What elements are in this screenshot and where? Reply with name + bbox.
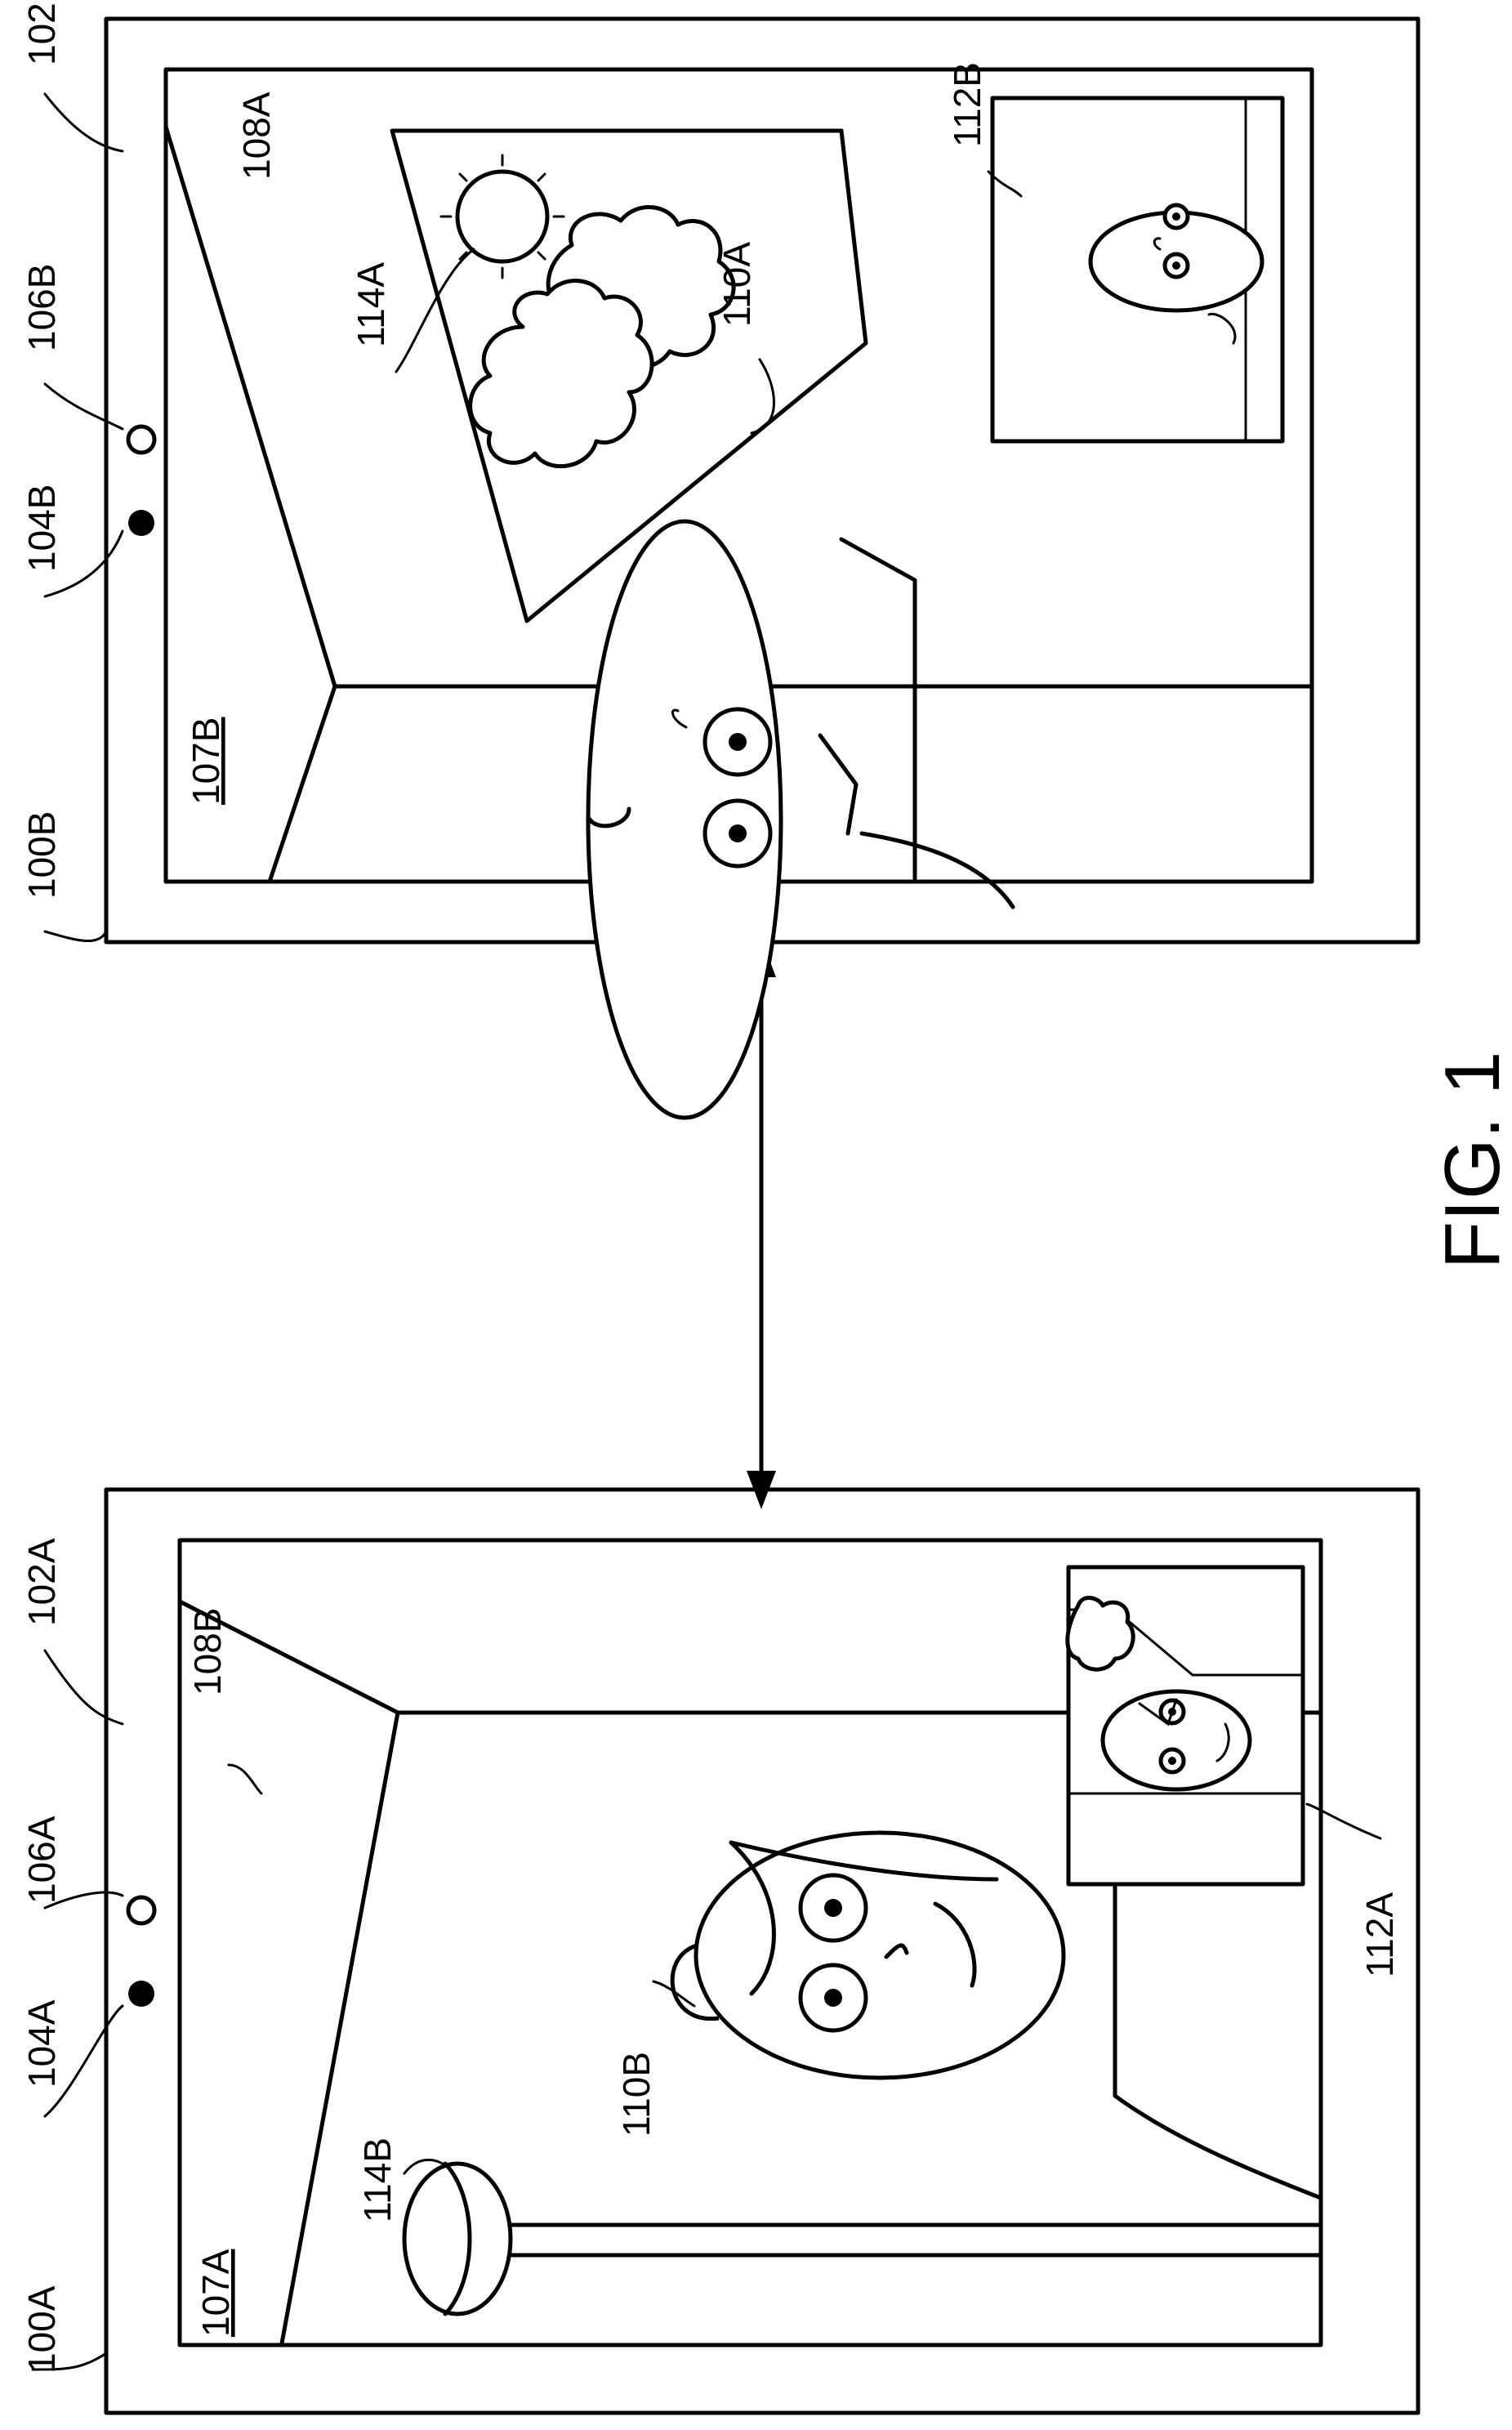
self-view-a — [1068, 1567, 1303, 1884]
indicator-a-icon — [128, 1981, 154, 2007]
camera-a-icon — [128, 1897, 154, 1923]
label-self-view-b: 112B — [946, 62, 988, 147]
label-indicator-b: 104B — [20, 485, 63, 572]
label-lamp-b: 114B — [356, 2137, 399, 2222]
device-100b: 107B 108A 114A 110A 112B 102B 106B 104B … — [20, 0, 1418, 1118]
label-camera-b: 106B — [20, 264, 63, 351]
label-camera-a: 106A — [20, 1816, 63, 1904]
camera-b-icon — [128, 427, 154, 453]
remote-user-face-a — [672, 1833, 1321, 2198]
floor-lamp-a — [404, 2164, 1321, 2314]
label-display-b: 102B — [20, 0, 63, 65]
label-remote-user-b: 110B — [615, 2052, 658, 2137]
sun-icon — [457, 172, 547, 261]
indicator-b-icon — [128, 510, 154, 536]
label-device-a: 100A — [20, 2285, 63, 2374]
label-painting-a: 114A — [350, 262, 392, 347]
label-self-view-a: 112A — [1358, 1892, 1401, 1977]
label-remote-scene-a: 108A — [235, 92, 278, 180]
label-screen-a: 107A — [194, 2249, 237, 2337]
label-screen-b: 107B — [185, 717, 227, 805]
label-remote-scene-b: 108B — [186, 1608, 229, 1695]
label-device-b: 100B — [20, 811, 63, 899]
wall-painting-b — [392, 131, 866, 621]
label-display-a: 102A — [20, 1538, 63, 1626]
label-remote-user-a: 110A — [716, 242, 758, 327]
device-100a: 107A 108B 114B 110B 112A 102A 106A 104A … — [20, 1490, 1418, 2413]
self-view-b — [992, 98, 1282, 441]
remote-user-face-b — [588, 521, 1013, 1118]
label-indicator-a: 104A — [20, 1999, 63, 2088]
figure-caption: FIG. 1 — [1429, 1052, 1512, 1270]
